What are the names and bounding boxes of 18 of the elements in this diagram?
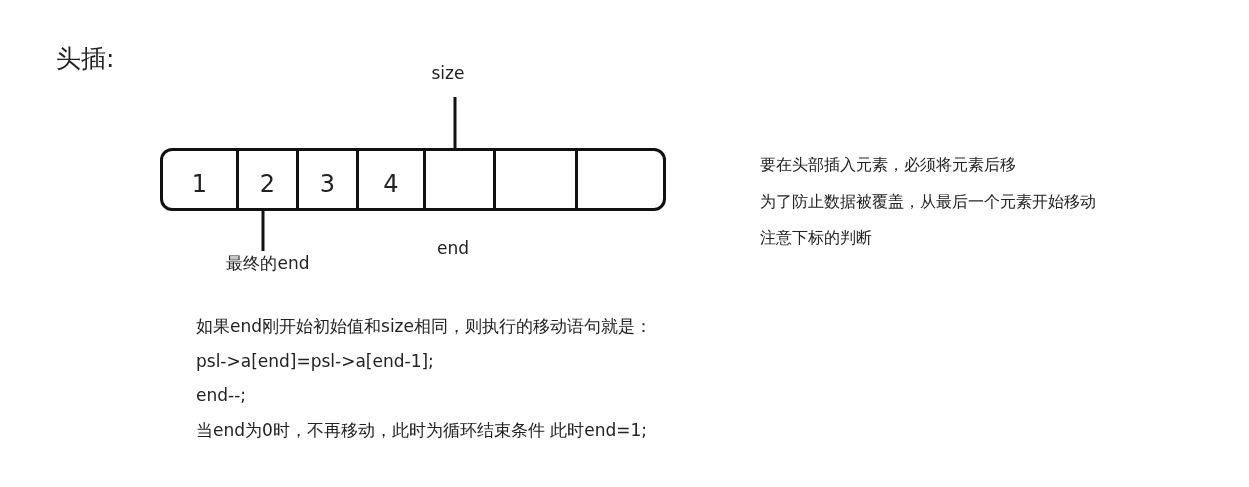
array-cell: 4 <box>356 151 423 208</box>
array-cell: 1 <box>163 151 236 208</box>
leader-line <box>261 211 265 251</box>
note-text: 当end为0时，不再移动，此时为循环结束条件 此时end=1; <box>196 420 648 441</box>
array-cell: 2 <box>236 151 296 208</box>
pointer-label: size <box>428 63 468 84</box>
note-text: end--; <box>196 385 247 406</box>
note-text: 为了防止数据被覆盖，从最后一个元素开始移动 <box>760 192 1096 212</box>
pointer-label: 最终的end <box>218 253 318 274</box>
title: 头插: <box>56 43 115 75</box>
pointer-label: end <box>437 238 470 259</box>
array-box <box>160 148 666 211</box>
note-text: psl->a[end]=psl->a[end-1]; <box>196 351 434 372</box>
note-text: 如果end刚开始初始值和size相同，则执行的移动语句就是： <box>196 316 652 337</box>
note-text: 注意下标的判断 <box>760 228 872 248</box>
leader-line <box>453 97 457 148</box>
array-cell: 3 <box>296 151 356 208</box>
note-text: 要在头部插入元素，必须将元素后移 <box>760 155 1016 175</box>
